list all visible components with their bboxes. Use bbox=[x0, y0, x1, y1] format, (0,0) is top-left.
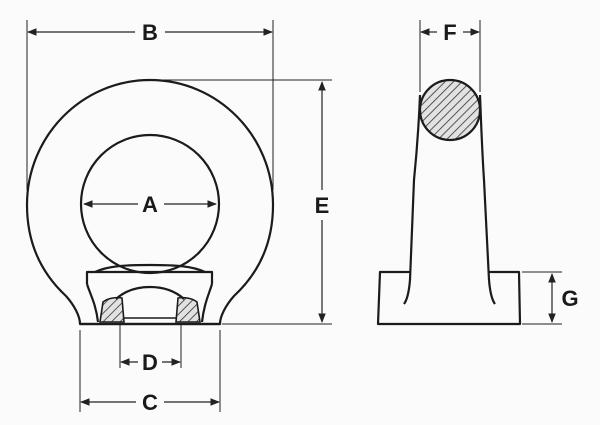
label-c: C bbox=[142, 390, 158, 415]
neck-left bbox=[403, 279, 412, 305]
neck-right bbox=[487, 279, 496, 305]
label-a: A bbox=[142, 192, 158, 217]
thread-left-section bbox=[99, 296, 125, 323]
base-flange bbox=[376, 270, 522, 326]
label-b: B bbox=[142, 20, 158, 45]
side-view: F G bbox=[376, 20, 579, 326]
label-f: F bbox=[443, 20, 456, 45]
bore-top bbox=[115, 285, 185, 300]
thread-right-section bbox=[175, 296, 201, 323]
label-g: G bbox=[561, 286, 578, 311]
stem-outline-right bbox=[478, 94, 491, 281]
base-body bbox=[85, 283, 214, 323]
stem-outline bbox=[408, 94, 422, 281]
collar bbox=[85, 270, 214, 284]
collar-neck bbox=[94, 263, 206, 274]
front-view: A B E D C bbox=[25, 20, 332, 415]
label-d: D bbox=[142, 350, 158, 375]
label-e: E bbox=[315, 193, 330, 218]
section-circle bbox=[418, 78, 482, 142]
